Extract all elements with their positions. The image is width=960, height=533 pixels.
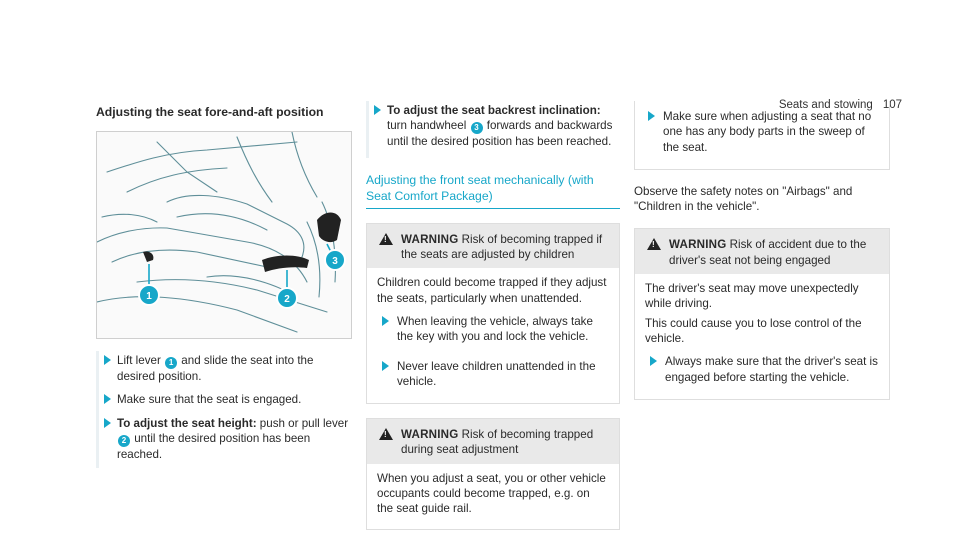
step-item: To adjust the seat backrest inclination:… xyxy=(366,101,620,158)
warning-triangle-icon xyxy=(379,428,393,441)
subsection-heading: Adjusting the front seat mechanically (w… xyxy=(366,172,620,209)
arrow-icon xyxy=(104,417,111,428)
arrow-icon xyxy=(382,360,389,371)
callout-badge: 3 xyxy=(470,122,483,135)
callout-badge: 1 xyxy=(165,357,178,370)
arrow-icon xyxy=(104,355,111,366)
warning-header: WARNING Risk of becoming trapped if the … xyxy=(367,223,619,269)
warning-body: The driver's seat may move unexpectedly … xyxy=(635,274,889,399)
warning-body: Children could become trapped if they ad… xyxy=(367,268,619,403)
arrow-icon xyxy=(374,105,381,115)
arrow-icon xyxy=(104,394,111,405)
arrow-icon xyxy=(650,356,657,367)
warning-triangle-icon xyxy=(647,238,661,251)
warning-header: WARNING Risk of becoming trapped during … xyxy=(367,419,619,464)
column-3: Make sure when adjusting a seat that no … xyxy=(634,101,890,400)
column-2: To adjust the seat backrest inclination:… xyxy=(366,101,620,530)
step-item: Always make sure that the driver's seat … xyxy=(645,352,879,391)
step-item: When leaving the vehicle, always take th… xyxy=(377,312,609,351)
warning-continuation: Make sure when adjusting a seat that no … xyxy=(634,101,890,170)
step-item: Lift lever 1 and slide the seat into the… xyxy=(96,351,350,391)
arrow-icon xyxy=(382,315,389,326)
step-item: Make sure when adjusting a seat that no … xyxy=(643,107,881,161)
warning-box: WARNING Risk of becoming trapped if the … xyxy=(366,222,620,405)
warning-triangle-icon xyxy=(379,232,393,245)
callout-badge: 2 xyxy=(118,434,130,447)
warning-box: WARNING Risk of accident due to the driv… xyxy=(634,228,890,400)
warning-title: Risk of becoming trapped during seat adj… xyxy=(401,428,594,457)
step-list: Lift lever 1 and slide the seat into the… xyxy=(96,351,350,469)
step-item: Make sure that the seat is engaged. xyxy=(96,390,350,414)
warning-title: Risk of accident due to the driver's sea… xyxy=(669,238,867,267)
seat-drawing: 1 2 3 xyxy=(97,132,346,333)
running-header: Seats and stowing 107 xyxy=(779,98,902,113)
page-number: 107 xyxy=(882,99,902,111)
warning-label: WARNING xyxy=(669,238,727,252)
warning-box: WARNING Risk of becoming trapped during … xyxy=(366,418,620,530)
callout-3: 3 xyxy=(332,256,338,267)
warning-header: WARNING Risk of accident due to the driv… xyxy=(635,229,889,275)
step-item: To adjust the seat height: push or pull … xyxy=(96,413,350,469)
callout-1: 1 xyxy=(146,291,152,302)
section-title: Seats and stowing xyxy=(778,99,873,111)
seat-illustration: 1 2 3 xyxy=(96,131,352,340)
warning-body: When you adjust a seat, you or other veh… xyxy=(377,471,606,516)
arrow-icon xyxy=(648,111,655,121)
callout-2: 2 xyxy=(284,294,290,305)
warning-label: WARNING xyxy=(401,428,459,442)
column-1: Adjusting the seat fore-and-aft position xyxy=(96,104,352,469)
warning-label: WARNING xyxy=(401,232,459,246)
warning-title: Risk of becoming trapped if the seats ar… xyxy=(401,232,603,262)
safety-note: Observe the safety notes on "Airbags" an… xyxy=(634,184,853,214)
step-item: Never leave children unattended in the v… xyxy=(377,357,609,396)
section-heading: Adjusting the seat fore-and-aft position xyxy=(96,105,324,119)
